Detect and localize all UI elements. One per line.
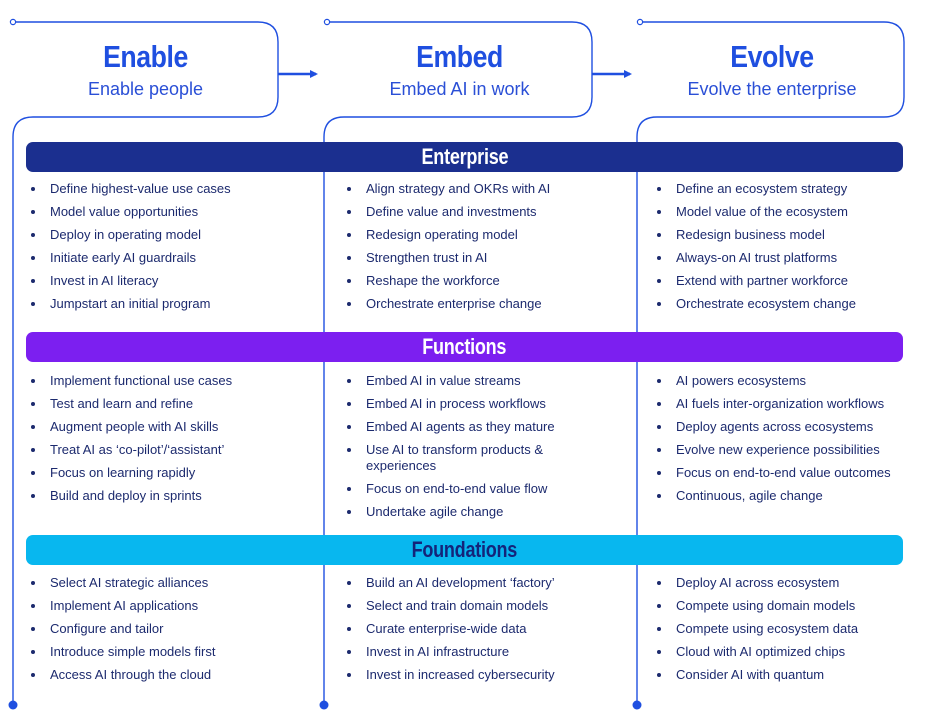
list-item: Configure and tailor bbox=[28, 621, 318, 637]
end-dot-2 bbox=[319, 700, 329, 710]
list-item: Invest in AI infrastructure bbox=[344, 644, 632, 660]
band-label: Enterprise bbox=[421, 144, 508, 169]
list-item: AI powers ecosystems bbox=[654, 373, 922, 389]
list-item: Jumpstart an initial program bbox=[28, 296, 318, 312]
band-label: Foundations bbox=[411, 537, 518, 562]
list-item: Orchestrate enterprise change bbox=[344, 296, 632, 312]
phase-evolve: Evolve Evolve the enterprise bbox=[640, 40, 904, 100]
list-item: Orchestrate ecosystem change bbox=[654, 296, 919, 312]
list-item: Evolve new experience possibilities bbox=[654, 442, 922, 458]
list-item: Define an ecosystem strategy bbox=[654, 181, 919, 197]
list-item: Reshape the workforce bbox=[344, 273, 632, 289]
enterprise-enable-list: Define highest-value use cases Model val… bbox=[28, 181, 318, 319]
list-item: Deploy in operating model bbox=[28, 227, 318, 243]
foundations-enable-list: Select AI strategic alliances Implement … bbox=[28, 575, 318, 690]
list-item: Strengthen trust in AI bbox=[344, 250, 632, 266]
phase-title: Embed bbox=[416, 39, 503, 74]
list-item: Embed AI agents as they mature bbox=[344, 419, 584, 435]
band-foundations: Foundations bbox=[26, 535, 903, 565]
list-item: Deploy agents across ecosystems bbox=[654, 419, 922, 435]
enterprise-evolve-list: Define an ecosystem strategy Model value… bbox=[654, 181, 919, 319]
list-item: Test and learn and refine bbox=[28, 396, 318, 412]
list-item: Redesign business model bbox=[654, 227, 919, 243]
list-item: Extend with partner workforce bbox=[654, 273, 919, 289]
list-item: Define value and investments bbox=[344, 204, 632, 220]
list-item: Always-on AI trust platforms bbox=[654, 250, 919, 266]
end-dot-1 bbox=[8, 700, 18, 710]
phase-embed: Embed Embed AI in work bbox=[327, 40, 592, 100]
list-item: Compete using ecosystem data bbox=[654, 621, 919, 637]
list-item: Implement functional use cases bbox=[28, 373, 318, 389]
list-item: Invest in AI literacy bbox=[28, 273, 318, 289]
list-item: Focus on end-to-end value outcomes bbox=[654, 465, 922, 481]
list-item: Build and deploy in sprints bbox=[28, 488, 318, 504]
functions-evolve-list: AI powers ecosystems AI fuels inter-orga… bbox=[654, 373, 922, 511]
list-item: Cloud with AI optimized chips bbox=[654, 644, 919, 660]
list-item: Curate enterprise-wide data bbox=[344, 621, 632, 637]
list-item: Define highest-value use cases bbox=[28, 181, 318, 197]
start-dot-1 bbox=[9, 18, 17, 26]
list-item: Compete using domain models bbox=[654, 598, 919, 614]
foundations-embed-list: Build an AI development ‘factory’ Select… bbox=[344, 575, 632, 690]
list-item: Initiate early AI guardrails bbox=[28, 250, 318, 266]
phase-subtitle: Enable people bbox=[87, 79, 204, 99]
list-item: Undertake agile change bbox=[344, 504, 584, 520]
list-item: Access AI through the cloud bbox=[28, 667, 318, 683]
list-item: Consider AI with quantum bbox=[654, 667, 919, 683]
list-item: Deploy AI across ecosystem bbox=[654, 575, 919, 591]
phase-subtitle: Embed AI in work bbox=[389, 79, 530, 99]
enterprise-embed-list: Align strategy and OKRs with AI Define v… bbox=[344, 181, 632, 319]
start-dot-2 bbox=[323, 18, 331, 26]
embed-frame-line bbox=[323, 21, 593, 705]
list-item: Focus on learning rapidly bbox=[28, 465, 318, 481]
list-item: Augment people with AI skills bbox=[28, 419, 318, 435]
functions-embed-list: Embed AI in value streams Embed AI in pr… bbox=[344, 373, 584, 527]
phase-title: Evolve bbox=[730, 39, 814, 74]
band-enterprise: Enterprise bbox=[26, 142, 903, 172]
foundations-evolve-list: Deploy AI across ecosystem Compete using… bbox=[654, 575, 919, 690]
list-item: AI fuels inter-organization workflows bbox=[654, 396, 922, 412]
list-item: Embed AI in process workflows bbox=[344, 396, 584, 412]
list-item: Introduce simple models first bbox=[28, 644, 318, 660]
band-functions: Functions bbox=[26, 332, 903, 362]
list-item: Invest in increased cybersecurity bbox=[344, 667, 632, 683]
list-item: Use AI to transform products & experienc… bbox=[344, 442, 584, 474]
list-item: Select and train domain models bbox=[344, 598, 632, 614]
end-dot-3 bbox=[632, 700, 642, 710]
start-dot-3 bbox=[636, 18, 644, 26]
enable-frame-line bbox=[12, 21, 279, 705]
list-item: Continuous, agile change bbox=[654, 488, 922, 504]
list-item: Embed AI in value streams bbox=[344, 373, 584, 389]
band-label: Functions bbox=[422, 334, 507, 359]
list-item: Focus on end-to-end value flow bbox=[344, 481, 584, 497]
functions-enable-list: Implement functional use cases Test and … bbox=[28, 373, 318, 511]
list-item: Align strategy and OKRs with AI bbox=[344, 181, 632, 197]
list-item: Build an AI development ‘factory’ bbox=[344, 575, 632, 591]
list-item: Redesign operating model bbox=[344, 227, 632, 243]
list-item: Treat AI as ‘co-pilot’/‘assistant’ bbox=[28, 442, 318, 458]
phase-subtitle: Evolve the enterprise bbox=[687, 79, 857, 99]
phase-title: Enable bbox=[103, 39, 188, 74]
list-item: Implement AI applications bbox=[28, 598, 318, 614]
evolve-frame-line bbox=[636, 21, 905, 705]
phase-enable: Enable Enable people bbox=[13, 40, 278, 100]
list-item: Model value opportunities bbox=[28, 204, 318, 220]
list-item: Select AI strategic alliances bbox=[28, 575, 318, 591]
list-item: Model value of the ecosystem bbox=[654, 204, 919, 220]
